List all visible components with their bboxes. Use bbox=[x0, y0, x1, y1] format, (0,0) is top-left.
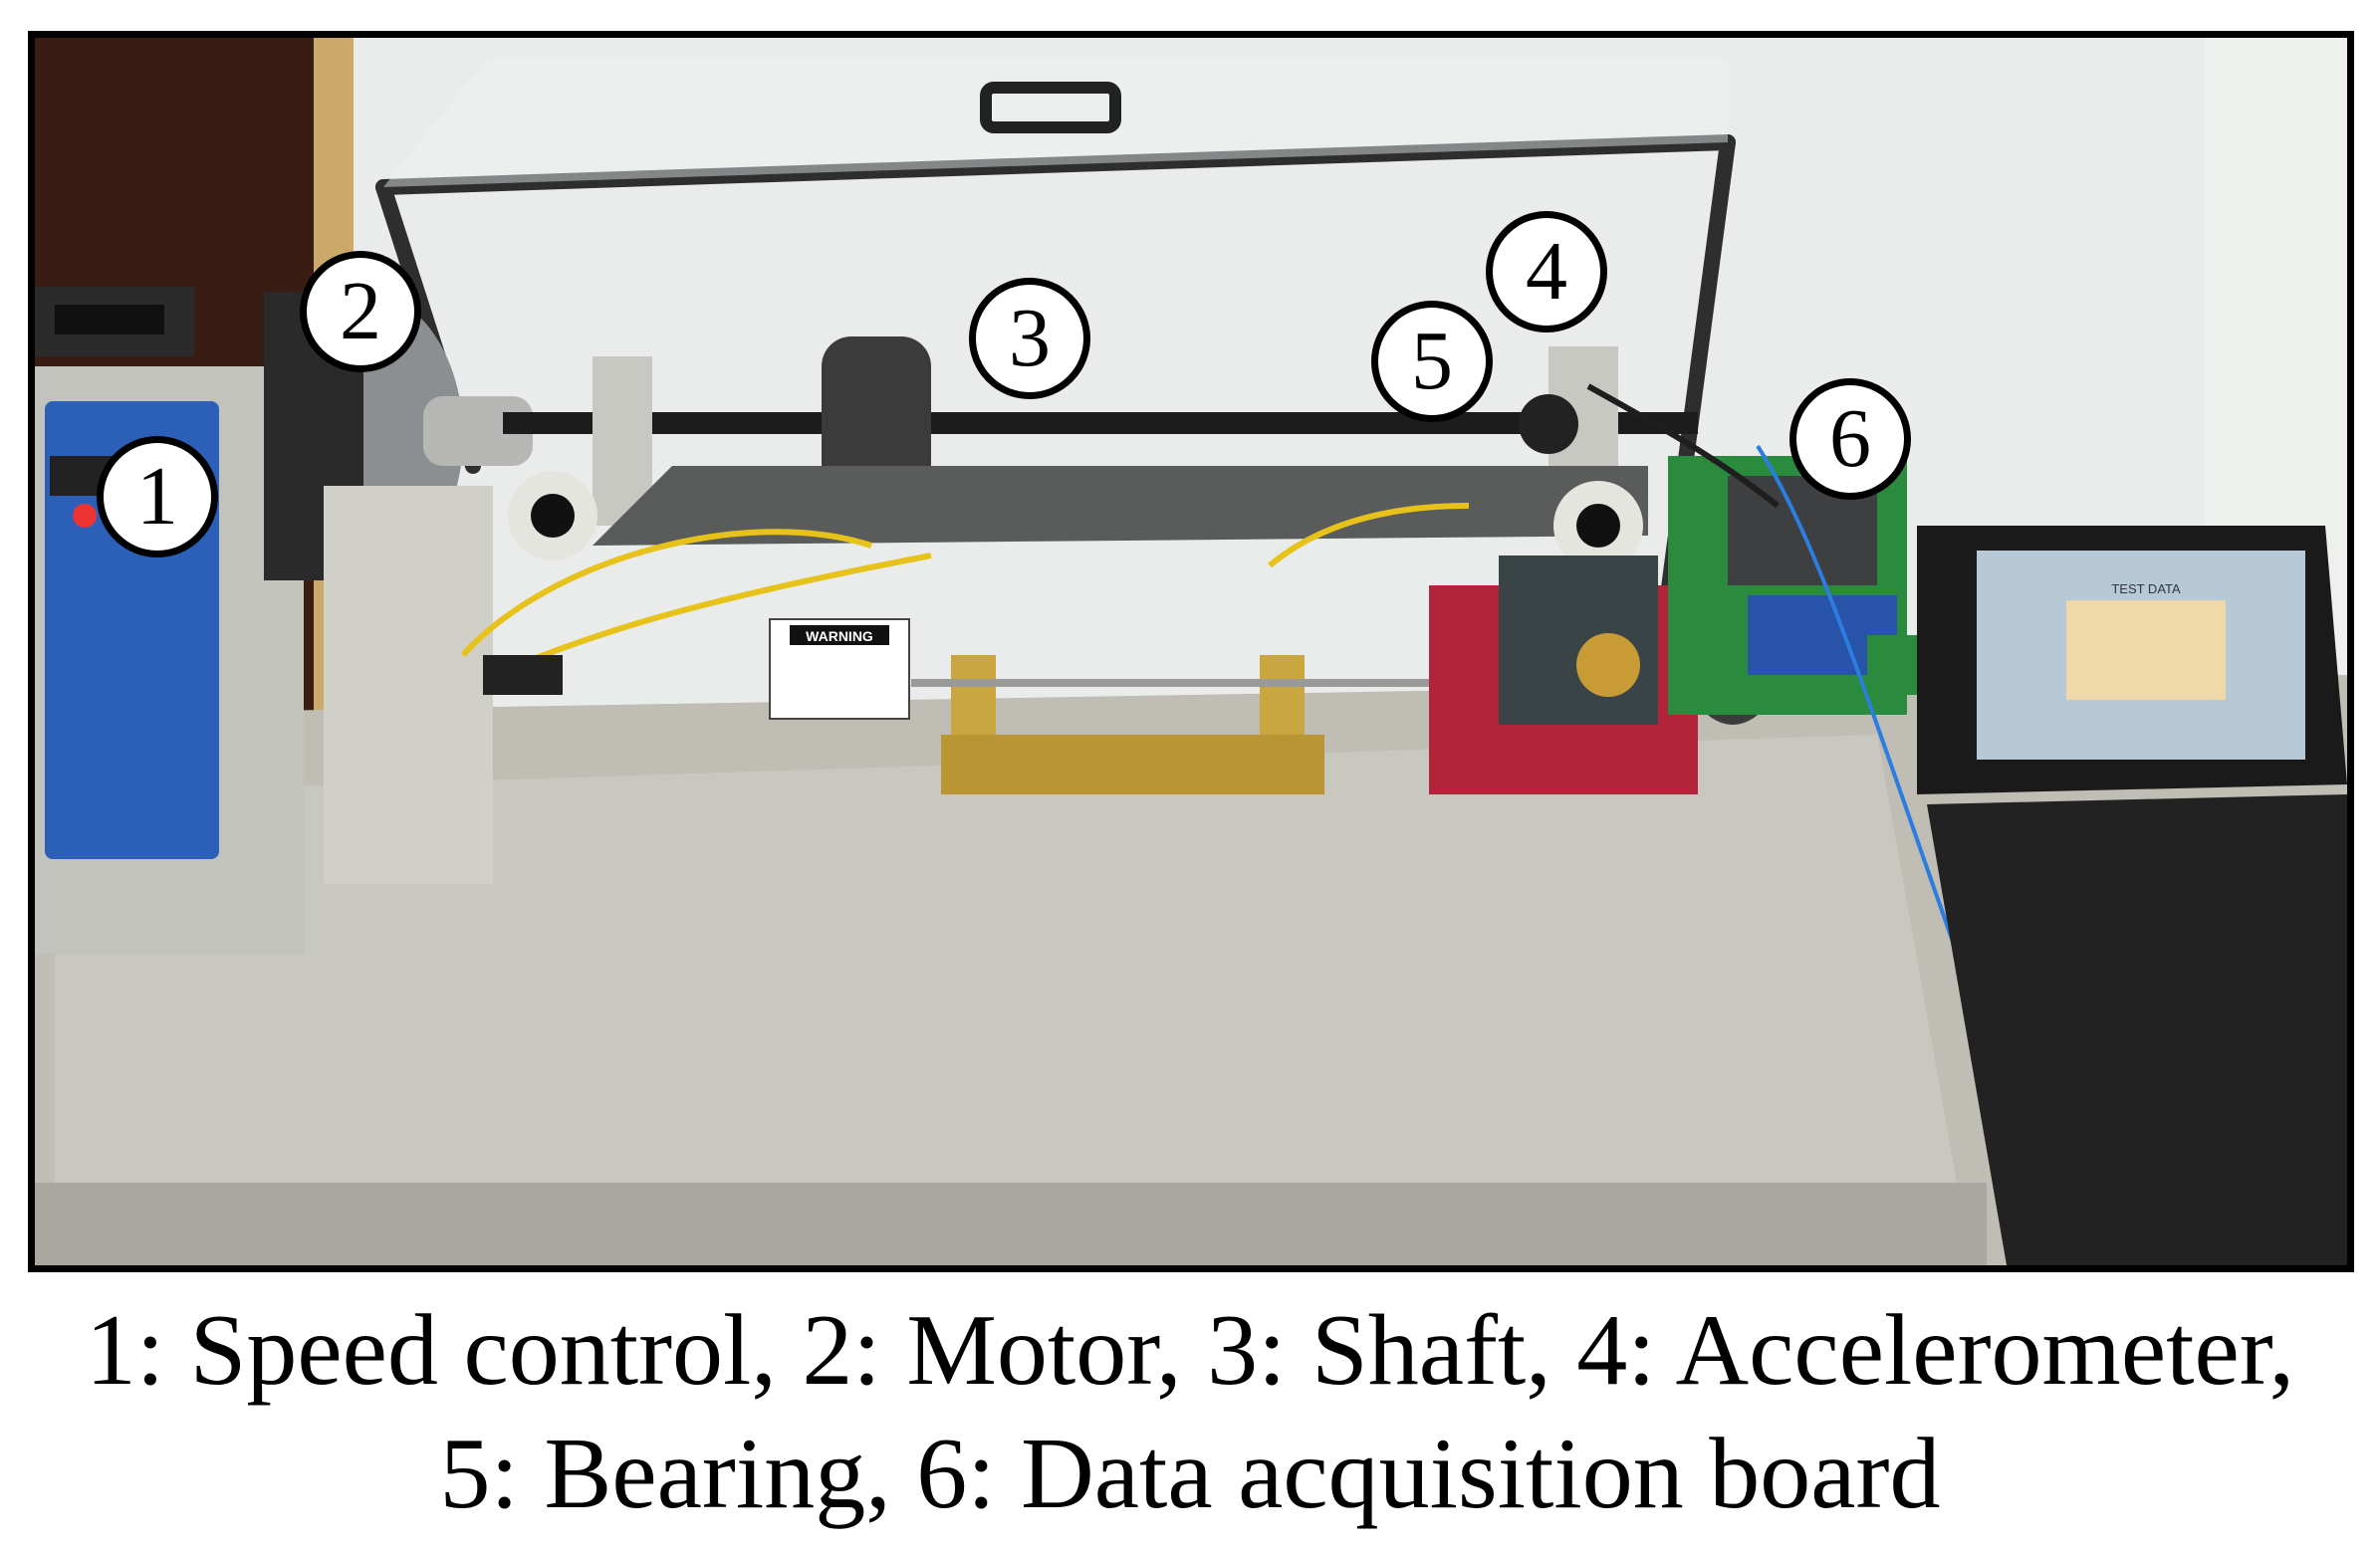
marker-shaft: 3 bbox=[969, 278, 1090, 399]
marker-motor: 2 bbox=[300, 251, 421, 372]
caption-line-1: 1: Speed control, 2: Motor, 3: Shaft, 4:… bbox=[85, 1294, 2295, 1407]
lab-test-rig-photo: WARNING TEST DATA bbox=[35, 38, 2347, 1265]
rotor-disk bbox=[822, 336, 931, 506]
bearing bbox=[1519, 394, 1578, 454]
marker-accelerometer: 4 bbox=[1486, 211, 1607, 333]
caption-line-2: 5: Bearing, 6: Data acquisition board bbox=[439, 1418, 1941, 1530]
guard-handle bbox=[980, 82, 1121, 133]
marker-label: 1 bbox=[136, 450, 178, 543]
air-tube bbox=[460, 529, 872, 658]
marker-label: 2 bbox=[340, 265, 381, 357]
gearbox bbox=[1499, 555, 1658, 725]
laptop-screen-text: TEST DATA bbox=[2111, 581, 2181, 596]
rig-base-plate bbox=[593, 466, 1648, 546]
marker-label: 4 bbox=[1526, 225, 1567, 318]
marker-label: 6 bbox=[1829, 392, 1871, 485]
shaft bbox=[503, 412, 1698, 434]
photo-frame: WARNING TEST DATA 1 2 3 4 5 6 bbox=[28, 31, 2354, 1272]
marker-data-acquisition-board: 6 bbox=[1789, 378, 1911, 500]
marker-label: 5 bbox=[1411, 315, 1453, 407]
marker-speed-control: 1 bbox=[97, 436, 218, 557]
marker-label: 3 bbox=[1009, 292, 1051, 384]
marker-bearing: 5 bbox=[1371, 301, 1493, 422]
warning-sign-label: WARNING bbox=[806, 628, 873, 644]
